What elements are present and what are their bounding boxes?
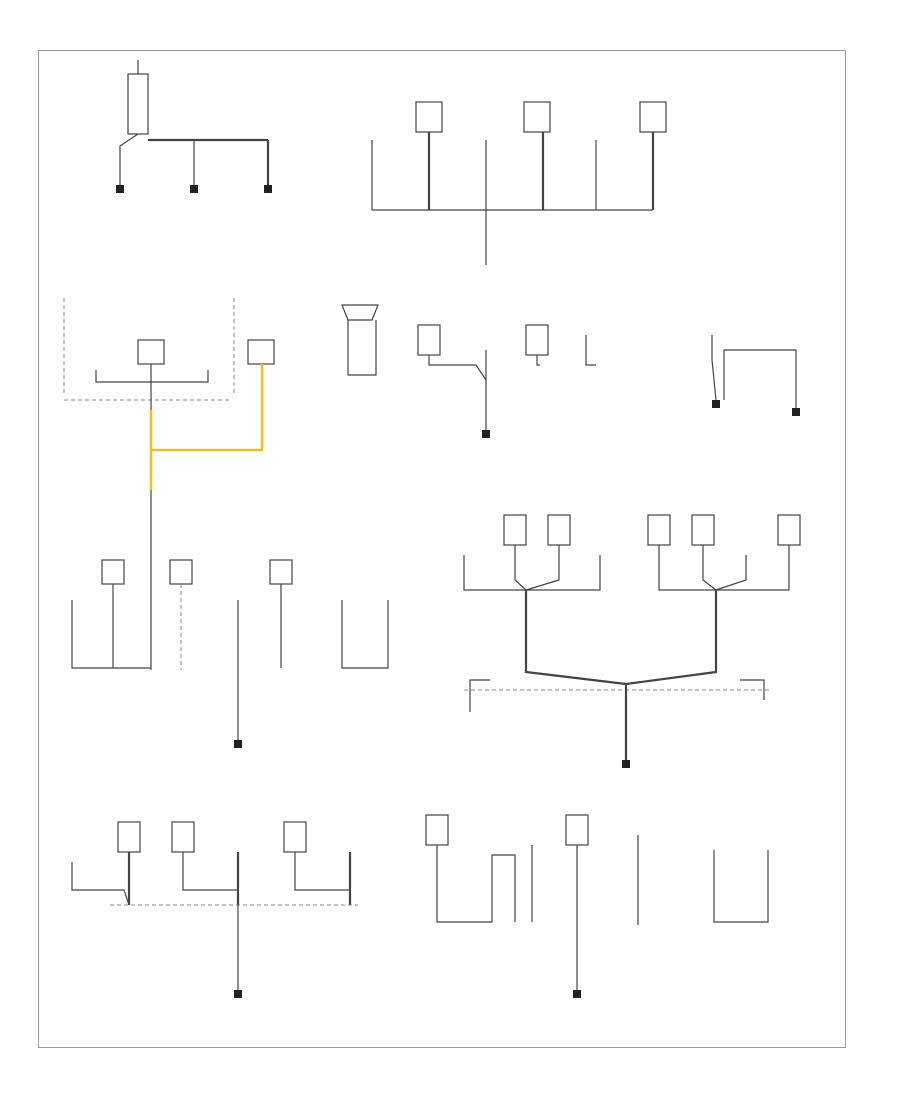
splice-feed-wire bbox=[625, 590, 718, 686]
component-box bbox=[417, 324, 441, 356]
highlighted-wire bbox=[151, 364, 264, 452]
component-wire bbox=[716, 545, 790, 591]
component-wire bbox=[715, 555, 747, 591]
component-box bbox=[415, 101, 443, 133]
ground-wire bbox=[436, 845, 516, 923]
component-box bbox=[565, 814, 589, 846]
ground-wire bbox=[713, 850, 769, 923]
right-mid-grounds-group bbox=[711, 335, 800, 416]
component-wire bbox=[658, 545, 716, 591]
component-wire bbox=[514, 545, 527, 591]
bottom-right-grounds-group bbox=[425, 814, 769, 998]
component-wire bbox=[463, 555, 526, 591]
left-cluster-group bbox=[63, 298, 389, 748]
component-box bbox=[169, 559, 193, 585]
component-box bbox=[247, 339, 275, 365]
component-box bbox=[525, 324, 549, 356]
ground-wire bbox=[723, 349, 797, 408]
splice-end-wire bbox=[469, 679, 490, 712]
component-box bbox=[777, 514, 801, 546]
component-wire bbox=[702, 545, 717, 591]
ground-point-icon bbox=[116, 185, 124, 193]
component-wire bbox=[525, 545, 560, 591]
component-wire bbox=[536, 355, 540, 366]
component-box bbox=[425, 814, 449, 846]
component-box bbox=[269, 559, 293, 585]
ground-point-icon bbox=[264, 185, 272, 193]
ground-point-icon bbox=[622, 760, 630, 768]
battery-ground-group bbox=[116, 60, 272, 193]
component-box bbox=[171, 821, 195, 853]
component-box bbox=[639, 101, 667, 133]
component-wire bbox=[294, 852, 350, 891]
component-box bbox=[547, 514, 571, 546]
lamp-ground-wire bbox=[347, 320, 377, 376]
diagram-frame bbox=[38, 50, 846, 1048]
component-wire bbox=[585, 335, 596, 366]
splice-feed-wire bbox=[524, 590, 627, 686]
component-box bbox=[137, 339, 165, 365]
ground-point-icon bbox=[573, 990, 581, 998]
component-box bbox=[647, 514, 671, 546]
ground-point-icon bbox=[190, 185, 198, 193]
battery-wire-left bbox=[119, 133, 139, 185]
component-box bbox=[283, 821, 307, 853]
bottom-left-splice-group bbox=[71, 821, 358, 998]
mid-center-splice-group bbox=[341, 304, 596, 438]
right-splice-block-group bbox=[463, 514, 801, 768]
component-box bbox=[503, 514, 527, 546]
component-box bbox=[117, 821, 141, 853]
battery-symbol bbox=[127, 73, 149, 135]
ground-point-icon bbox=[234, 740, 242, 748]
component-box bbox=[101, 559, 125, 585]
ground-point-icon bbox=[234, 990, 242, 998]
component-box bbox=[523, 101, 551, 133]
ground-point-icon bbox=[482, 430, 490, 438]
splice-end-wire bbox=[740, 679, 765, 700]
component-wire bbox=[428, 355, 487, 381]
component-wire bbox=[71, 862, 130, 906]
ground-wire bbox=[711, 335, 717, 401]
lamp-socket-shape bbox=[341, 304, 379, 321]
component-box bbox=[691, 514, 715, 546]
ground-point-icon bbox=[792, 408, 800, 416]
ground-wire bbox=[71, 600, 151, 669]
ground-wire bbox=[341, 600, 389, 669]
top-center-splice-group bbox=[371, 101, 667, 265]
ground-point-icon bbox=[712, 400, 720, 408]
module-internal-wire bbox=[95, 370, 209, 383]
component-wire bbox=[526, 555, 601, 591]
component-wire bbox=[182, 852, 238, 891]
